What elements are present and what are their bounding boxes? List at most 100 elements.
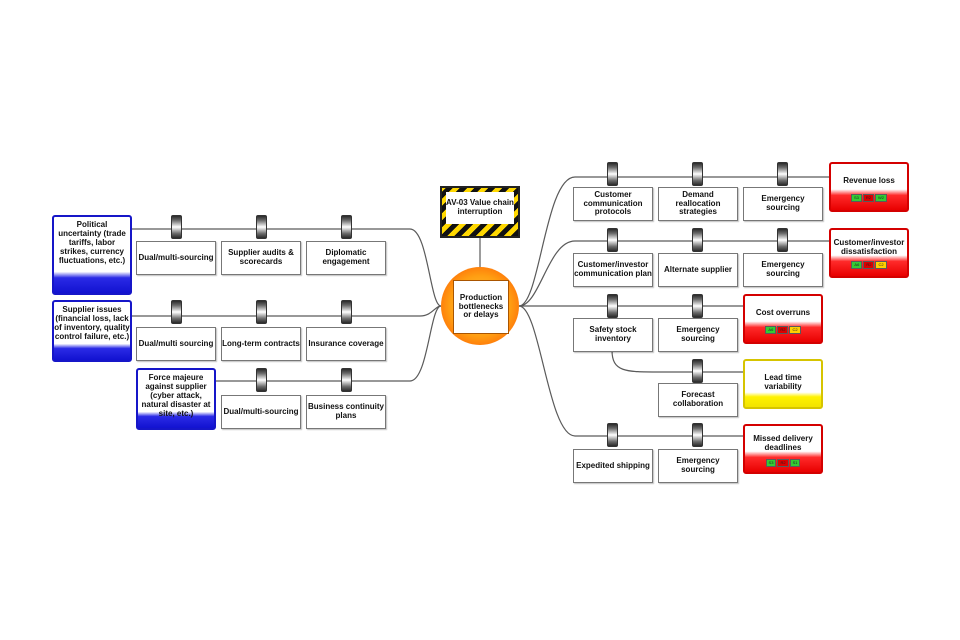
consequence-label: Missed delivery deadlines [753,434,813,452]
barrier-control[interactable]: Long-term contracts [221,327,301,361]
barrier-label: Diplomatic engagement [322,248,370,266]
barrier-label: Safety stock inventory [589,325,637,343]
barrier-control[interactable]: Dual/multi-sourcing [136,241,216,275]
barrier-marker [341,300,352,324]
consequence-connector [611,349,744,373]
barrier-marker [692,228,703,252]
barrier-label: Customer communication protocols [583,189,643,217]
barrier-control[interactable]: Dual/multi-sourcing [221,395,301,429]
consequence-missed-delivery-deadlines[interactable]: Missed delivery deadlines S3 R2 S1 [743,424,823,474]
barrier-marker [607,162,618,186]
barrier-marker [341,215,352,239]
risk-badge: A6 [765,325,777,335]
barrier-label: Emergency sourcing [761,194,805,212]
barrier-label: Demand reallocation strategies [675,189,721,217]
consequence-customer-investor-dissatisfaction[interactable]: Customer/investor dissatisfaction A6 R2 … [829,228,909,278]
barrier-label: Dual/multi-sourcing [138,252,214,262]
risk-badge: W2 [875,193,888,203]
threat-label: Supplier issues (financial loss, lack of… [54,305,130,341]
barrier-marker [692,294,703,318]
barrier-marker [777,162,788,186]
risk-badge: C2 [875,260,887,270]
top-event-label: Production bottlenecks or delays [453,280,509,334]
consequence-connector [518,176,830,307]
barrier-marker [692,359,703,383]
risk-badges: S3 R2 W2 [850,193,888,203]
risk-badge: R2 [862,193,875,203]
barrier-marker [692,162,703,186]
risk-badge: C2 [789,325,801,335]
barrier-control[interactable]: Customer/investor communication plan [573,253,653,287]
barrier-control[interactable]: Alternate supplier [658,253,738,287]
barrier-marker [607,294,618,318]
threat-label: Political uncertainty (trade tariffs, la… [58,220,126,265]
barrier-control[interactable]: Emergency sourcing [658,449,738,483]
threat-force-majeure[interactable]: Force majeure against supplier (cyber at… [136,368,216,430]
barrier-marker [171,215,182,239]
risk-badge: R2 [863,260,875,270]
consequence-label: Customer/investor dissatisfaction [833,238,905,256]
risk-badge: S1 [789,458,801,468]
barrier-label: Emergency sourcing [676,325,720,343]
barrier-label: Insurance coverage [308,338,384,348]
consequence-label: Revenue loss [843,176,895,185]
barrier-label: Long-term contracts [222,338,300,348]
risk-badges: S3 R2 S1 [765,458,801,468]
top-event[interactable]: Production bottlenecks or delays [441,267,519,345]
barrier-control[interactable]: Diplomatic engagement [306,241,386,275]
risk-badges: A6 R2 C2 [851,260,887,270]
barrier-marker [256,215,267,239]
barrier-control[interactable]: Emergency sourcing [658,318,738,352]
barrier-marker [692,423,703,447]
barrier-marker [256,300,267,324]
barrier-label: Dual/multi-sourcing [223,406,299,416]
consequence-label: Lead time variability [764,373,802,391]
barrier-marker [171,300,182,324]
barrier-marker [256,368,267,392]
barrier-label: Business continuity plans [307,402,384,420]
barrier-marker [607,228,618,252]
barrier-label: Customer/investor communication plan [574,260,652,278]
barrier-label: Expedited shipping [576,460,650,470]
threat-connector [132,228,442,307]
barrier-control[interactable]: Supplier audits & scorecards [221,241,301,275]
threat-supplier-issues[interactable]: Supplier issues (financial loss, lack of… [52,300,132,362]
barrier-control[interactable]: Insurance coverage [306,327,386,361]
barrier-control[interactable]: Business continuity plans [306,395,386,429]
barrier-control[interactable]: Emergency sourcing [743,187,823,221]
consequence-lead-time-variability[interactable]: Lead time variability [743,359,823,409]
consequence-label: Cost overruns [755,308,811,317]
barrier-label: Dual/multi sourcing [138,338,214,348]
barrier-control[interactable]: Demand reallocation strategies [658,187,738,221]
threat-label: Force majeure against supplier (cyber at… [141,373,211,418]
risk-badges: A6 R2 C2 [765,325,801,335]
barrier-control[interactable]: Emergency sourcing [743,253,823,287]
consequence-connector [518,240,830,307]
hazard-box[interactable]: AV-03 Value chain interruption [440,186,520,238]
barrier-control[interactable]: Safety stock inventory [573,318,653,352]
risk-badge: S3 [850,193,862,203]
barrier-label: Forecast collaboration [672,390,724,408]
barrier-marker [607,423,618,447]
barrier-label: Alternate supplier [663,264,732,274]
consequence-connector [518,305,744,437]
threat-political-uncertainty[interactable]: Political uncertainty (trade tariffs, la… [52,215,132,295]
threat-connector [216,305,442,382]
barrier-control[interactable]: Dual/multi sourcing [136,327,216,361]
consequence-cost-overruns[interactable]: Cost overruns A6 R2 C2 [743,294,823,344]
barrier-marker [341,368,352,392]
barrier-marker [777,228,788,252]
hazard-label: AV-03 Value chain interruption [446,192,514,224]
barrier-label: Emergency sourcing [761,260,805,278]
barrier-control[interactable]: Forecast collaboration [658,383,738,417]
consequence-revenue-loss[interactable]: Revenue loss S3 R2 W2 [829,162,909,212]
risk-badge: R2 [777,458,789,468]
barrier-label: Supplier audits & scorecards [228,248,294,266]
risk-badge: R2 [777,325,789,335]
risk-badge: A6 [851,260,863,270]
barrier-label: Emergency sourcing [676,456,720,474]
barrier-control[interactable]: Customer communication protocols [573,187,653,221]
risk-badge: S3 [765,458,777,468]
barrier-control[interactable]: Expedited shipping [573,449,653,483]
